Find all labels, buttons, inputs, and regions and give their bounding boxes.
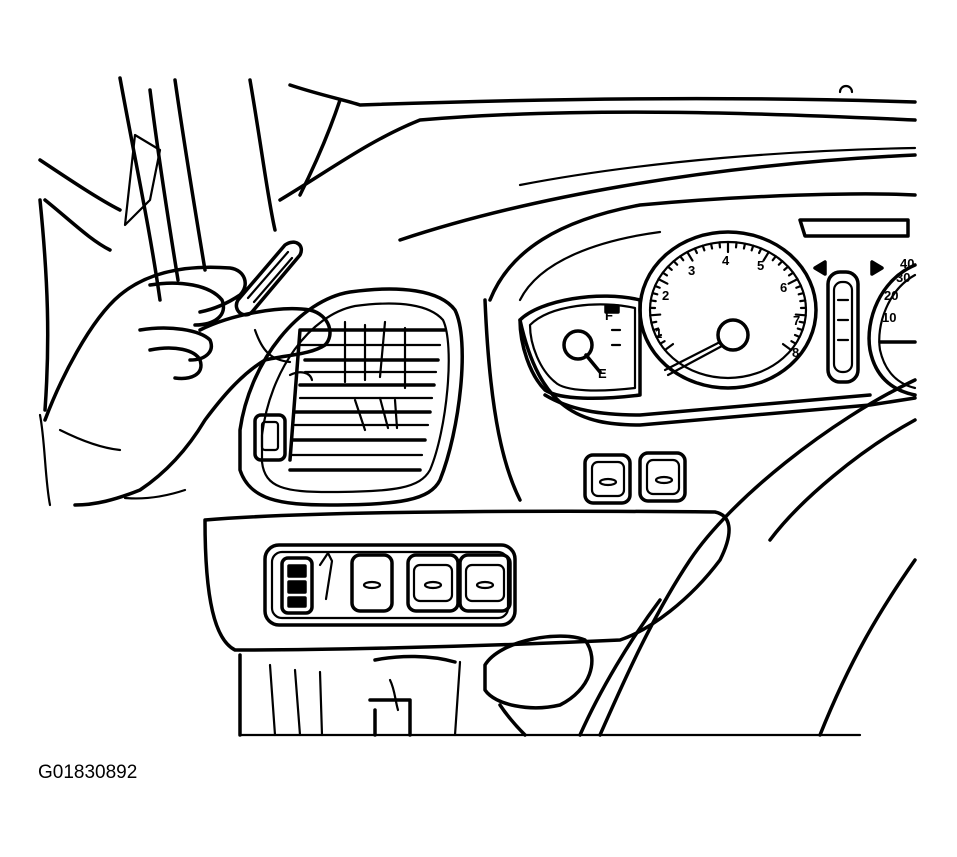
tach-tick [799,299,807,303]
hand-icon [38,265,332,507]
tach-label-6: 6 [780,280,787,295]
tach-label-7: 7 [793,313,800,328]
tach-tick [757,247,763,255]
tach-tick [795,284,803,289]
tach-label-3: 3 [688,263,695,278]
tach-tick [787,271,795,277]
tach-tick [790,340,797,345]
tach-tick [659,340,666,345]
tach-tick [686,250,694,262]
air-vent-assembly [238,287,464,507]
tach-tick [652,327,660,332]
figure-id-label: G01830892 [38,762,138,783]
tach-label-1: 1 [655,326,662,341]
speedo-label-20: 20 [884,288,898,303]
tach-tick [679,255,685,262]
tach-tick [650,320,658,324]
speedo-label-10: 10 [882,310,896,325]
tach-tick [796,327,804,332]
tach-tick [655,333,663,339]
tach-tick [762,250,770,262]
tach-tick [797,291,805,296]
indicator-strip [813,260,884,384]
tachometer-tick-marks [648,240,808,352]
tach-tick [651,291,659,296]
cluster-switches [583,451,687,505]
tach-tick [649,313,662,317]
instrument-cluster-hood [483,192,917,502]
tach-tick [693,247,699,255]
tach-tick [672,260,679,266]
tach-tick [742,242,747,250]
tach-tick [734,241,738,249]
tach-tick [750,244,755,252]
speedo-label-40: 40 [900,256,914,271]
tach-tick [771,255,777,262]
tach-tick [663,342,675,352]
door-pillar [38,76,277,412]
tachometer-gauge: 1 2 3 4 5 6 7 8 [638,230,818,390]
lower-console [238,634,862,737]
tach-tick [781,342,793,352]
tach-label-4: 4 [722,253,730,268]
speedometer-gauge: 10 20 30 40 [867,256,917,397]
tach-tick [794,313,807,317]
tach-tick [777,260,784,266]
tach-tick [701,244,706,252]
tach-tick [718,241,722,249]
fuel-mark-e: E [598,366,607,381]
tach-label-5: 5 [757,258,764,273]
tach-tick [798,320,806,324]
speedo-label-30: 30 [896,270,910,285]
instrument-cluster [518,294,917,427]
steering-wheel [578,378,917,737]
tach-label-2: 2 [662,288,669,303]
tach-tick [793,333,801,339]
fuel-mark-f: F [605,308,613,323]
lower-switch-panel [203,509,731,652]
tach-tick [783,265,790,271]
tach-tick [709,242,714,250]
fuel-gauge: F E [562,304,622,381]
dashboard-top [278,83,917,242]
tach-tick [649,299,657,303]
side-window-vent [234,240,303,317]
tach-tick [657,278,669,285]
tach-label-8: 8 [792,345,799,360]
tach-tick [787,278,799,285]
tach-tick [653,284,661,289]
tach-tick [666,265,673,271]
tach-tick [661,271,669,277]
